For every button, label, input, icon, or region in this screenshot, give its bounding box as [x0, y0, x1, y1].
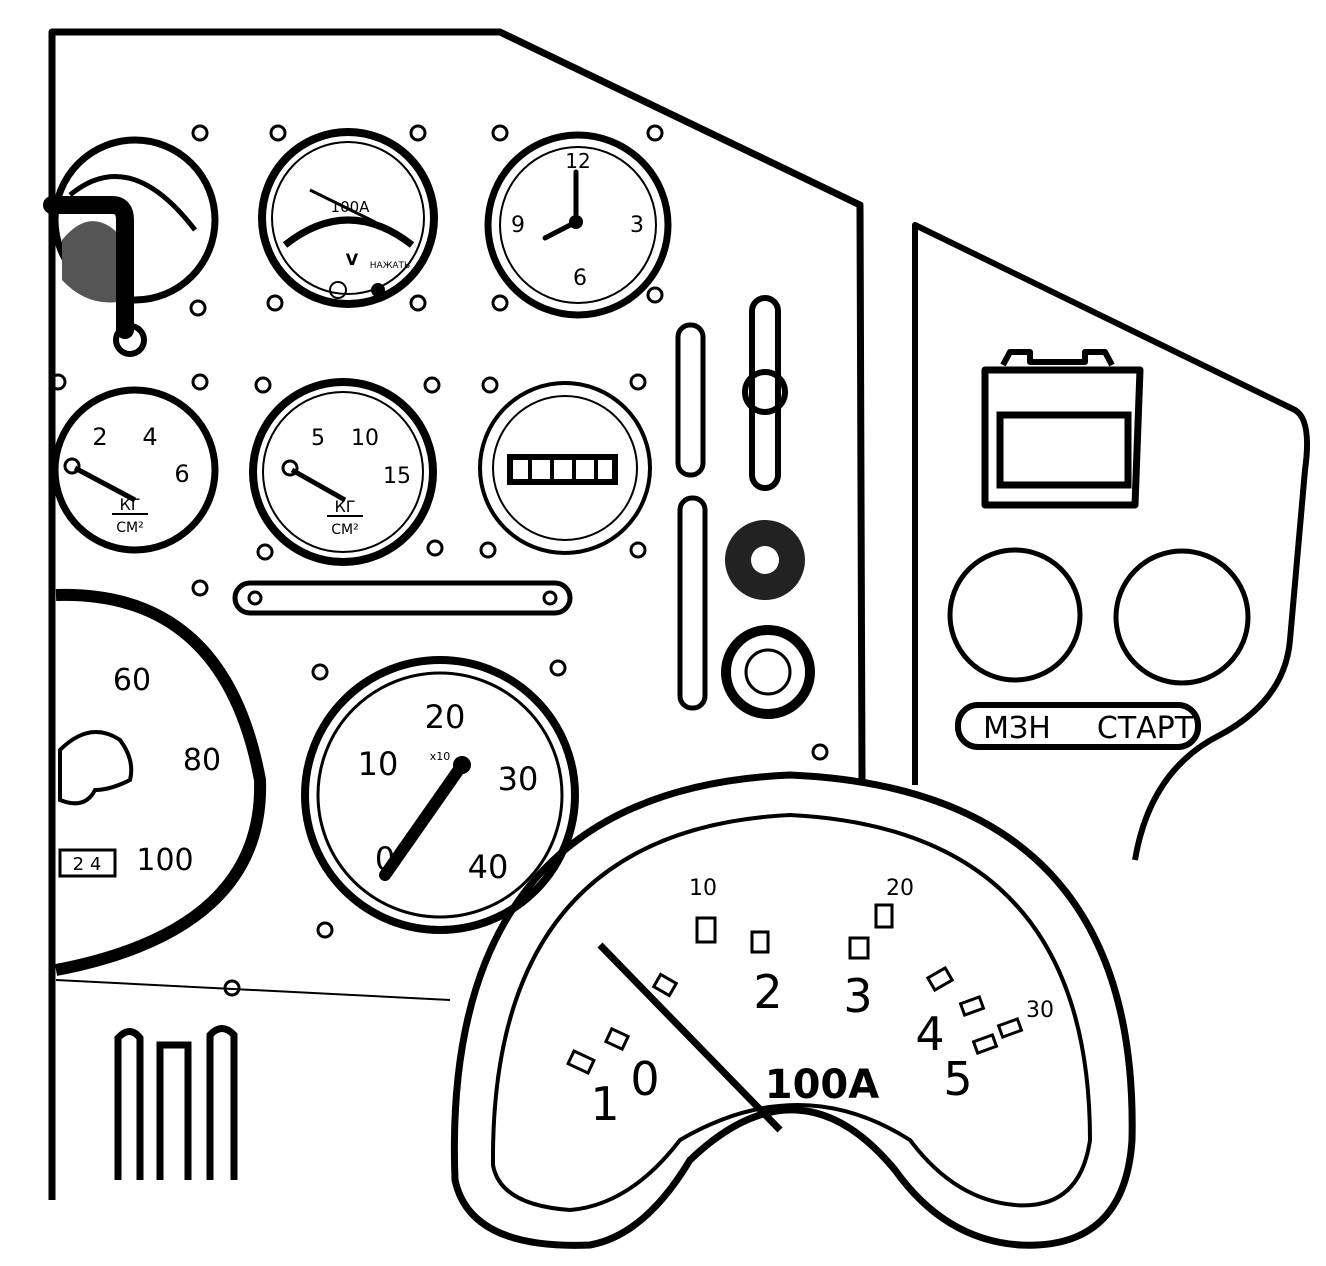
speedometer-numeral-80: 80	[183, 743, 221, 778]
ammeter-numeral-1: 1	[590, 1077, 619, 1131]
counter-instrument	[478, 381, 652, 555]
pressure-left-needle	[73, 465, 137, 503]
bottom-levers[interactable]	[114, 1025, 238, 1181]
pressure-gauge-left: 2 4 6 КГ СМ²	[51, 386, 219, 554]
pressure-mid-needle	[290, 467, 347, 503]
pressure-mid-unit-top: КГ	[334, 497, 355, 516]
knob-light[interactable]	[721, 625, 815, 719]
pressure-left-numeral-4: 4	[142, 423, 157, 451]
pressure-mid-numeral-5: 5	[311, 426, 325, 451]
clock-numeral-12: 12	[565, 149, 590, 173]
pressure-mid-unit-bottom: СМ²	[331, 522, 358, 538]
ammeter-numeral-4: 4	[915, 1007, 944, 1061]
clock-numeral-3: 3	[630, 213, 644, 238]
pressure-left-unit-bottom: СМ²	[116, 520, 143, 536]
pressure-left-numeral-6: 6	[174, 460, 189, 488]
pressure-left-unit-top: КГ	[119, 495, 140, 514]
speedometer-numeral-100: 100	[136, 843, 193, 878]
ammeter-outer-numeral-10: 10	[689, 876, 717, 901]
pressure-mid-numeral-15: 15	[383, 464, 411, 489]
ammeter-outer-numeral-30: 30	[1026, 998, 1054, 1023]
tachometer-numeral-20: 20	[425, 698, 466, 736]
tachometer-needle	[379, 759, 468, 881]
pressure-mid-numeral-10: 10	[351, 426, 379, 451]
ammeter-large-label: 100A	[765, 1062, 879, 1108]
clock-numeral-6: 6	[573, 266, 587, 291]
ammeter-numeral-0: 0	[630, 1052, 659, 1106]
tachometer-numeral-30: 30	[498, 760, 539, 798]
magneto-switch[interactable]	[947, 547, 1083, 683]
ammeter-numeral-5: 5	[943, 1052, 972, 1106]
side-panel-cover[interactable]	[981, 349, 1144, 509]
ammeter-numeral-3: 3	[843, 969, 872, 1023]
odometer-window	[58, 848, 117, 878]
speedometer-numeral-60: 60	[113, 663, 151, 698]
ammeter-large: 10 20 30 0 1 2 3 4 5 100A	[450, 771, 1136, 1249]
main-panel-outline	[48, 28, 866, 1200]
lever-knob[interactable]	[113, 323, 147, 357]
clock: 12 3 6 9	[484, 131, 672, 319]
starter-label: СТАРТ	[1097, 711, 1194, 746]
side-panel-outline	[912, 222, 1310, 861]
voltmeter-press-button[interactable]	[371, 283, 385, 297]
side-label-plate	[955, 702, 1201, 750]
pressure-gauge-middle: 5 10 15 КГ СМ²	[249, 378, 437, 566]
speedometer: 60 80 100 2 4	[54, 588, 267, 976]
panel-lower-edge	[55, 979, 451, 1001]
tachometer-multiplier: x10	[430, 750, 451, 763]
pressure-left-numeral-2: 2	[92, 423, 107, 451]
voltmeter-unit: V	[346, 250, 359, 269]
voltmeter-scale-label: 100A	[331, 198, 371, 216]
tachometer: 0 10 20 30 40 x10	[301, 656, 579, 934]
magneto-label: МЗН	[983, 711, 1051, 746]
voltmeter-press-label: НАЖАТЬ	[370, 261, 410, 271]
voltmeter: 100A V НАЖАТЬ	[258, 128, 438, 308]
ammeter-numeral-2: 2	[753, 965, 782, 1019]
panel-screws	[49, 124, 829, 997]
vertical-handle-bar-3[interactable]	[749, 295, 781, 491]
clock-numeral-9: 9	[511, 213, 525, 238]
tachometer-numeral-40: 40	[468, 848, 509, 886]
horizontal-handle-bar[interactable]	[232, 580, 573, 616]
vertical-handle-bar-1[interactable]	[675, 322, 706, 478]
ammeter-outer-numeral-20: 20	[886, 876, 914, 901]
fuel-gauge	[51, 136, 219, 304]
vertical-handle-bar-2[interactable]	[677, 495, 708, 711]
tachometer-numeral-10: 10	[358, 745, 399, 783]
odometer-value: 2 4	[73, 854, 102, 875]
hand-lever[interactable]	[43, 196, 134, 339]
starter-switch[interactable]	[1113, 548, 1251, 686]
voltmeter-needle	[309, 188, 376, 224]
ammeter-needle	[597, 942, 783, 1133]
